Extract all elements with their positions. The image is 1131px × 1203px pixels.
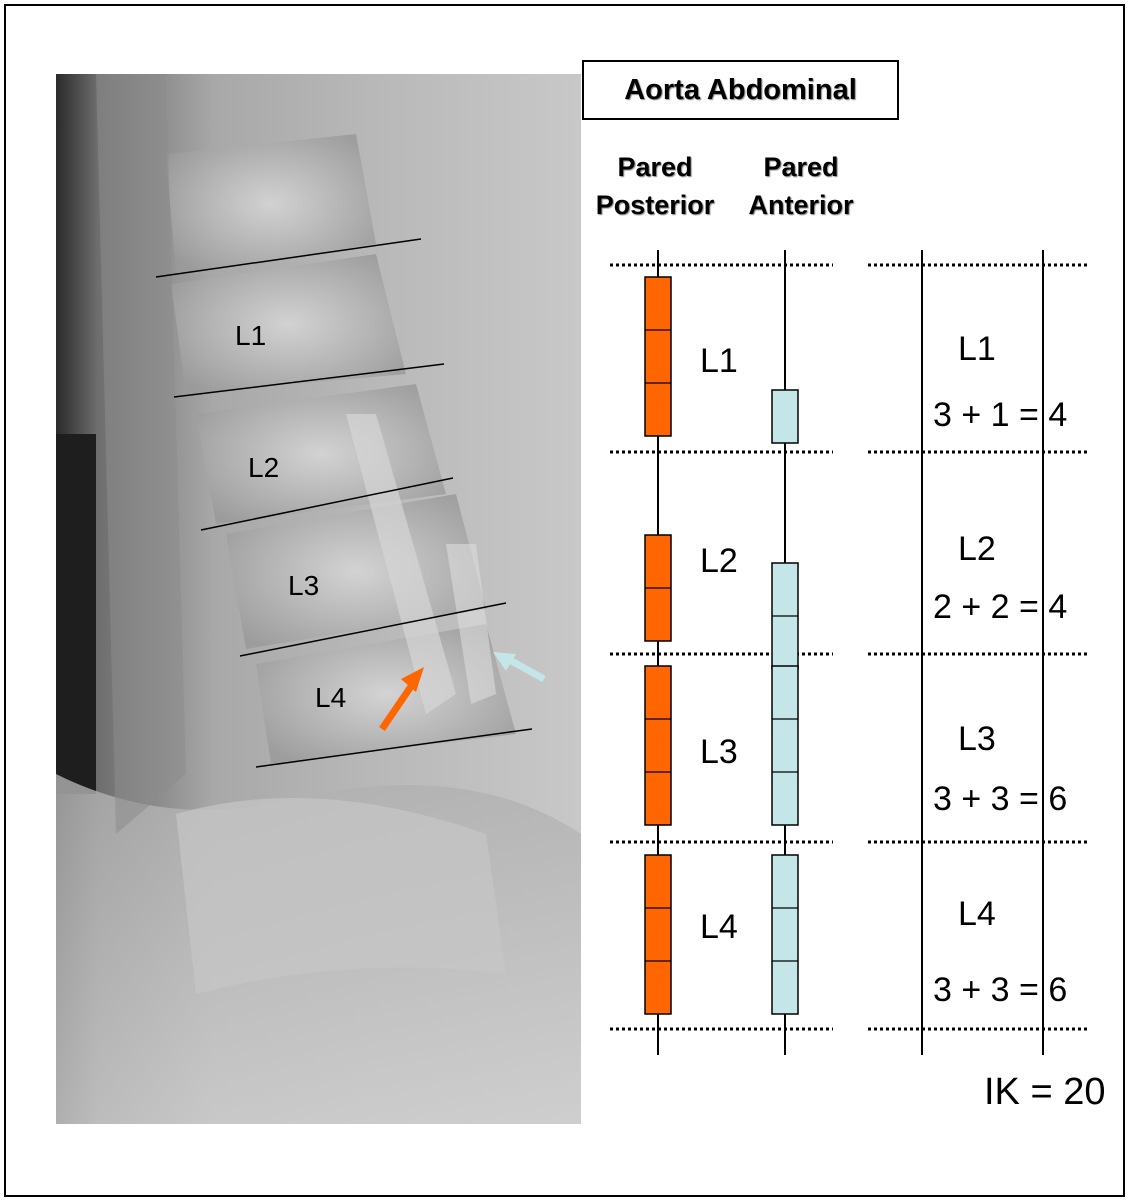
posterior-calcification-l3 — [645, 666, 671, 825]
posterior-calcification-l4 — [645, 855, 671, 1014]
score-formula-l4: 3 + 3 = 6 — [933, 971, 1067, 1009]
segment-label-l3: L3 — [700, 733, 738, 771]
score-label-l1: L1 — [958, 330, 996, 368]
segment-label-l2: L2 — [700, 542, 738, 580]
anterior-calcification-l4 — [772, 855, 798, 1014]
score-formula-l3: 3 + 3 = 6 — [933, 780, 1067, 818]
segment-label-l1: L1 — [700, 342, 738, 380]
anterior-calcification-l1 — [772, 390, 798, 443]
segment-separators — [610, 265, 1090, 1029]
score-label-l2: L2 — [958, 530, 996, 568]
score-formula-l1: 3 + 1 = 4 — [933, 396, 1067, 434]
posterior-calcification-l1 — [645, 277, 671, 436]
anterior-calcification-l3 — [772, 666, 798, 825]
total-index: IK = 20 — [984, 1070, 1105, 1114]
score-formula-l2: 2 + 2 = 4 — [933, 588, 1067, 626]
calcification-boxes — [645, 277, 798, 1014]
score-label-l4: L4 — [958, 895, 996, 933]
segment-label-l4: L4 — [700, 908, 738, 946]
score-label-l3: L3 — [958, 720, 996, 758]
